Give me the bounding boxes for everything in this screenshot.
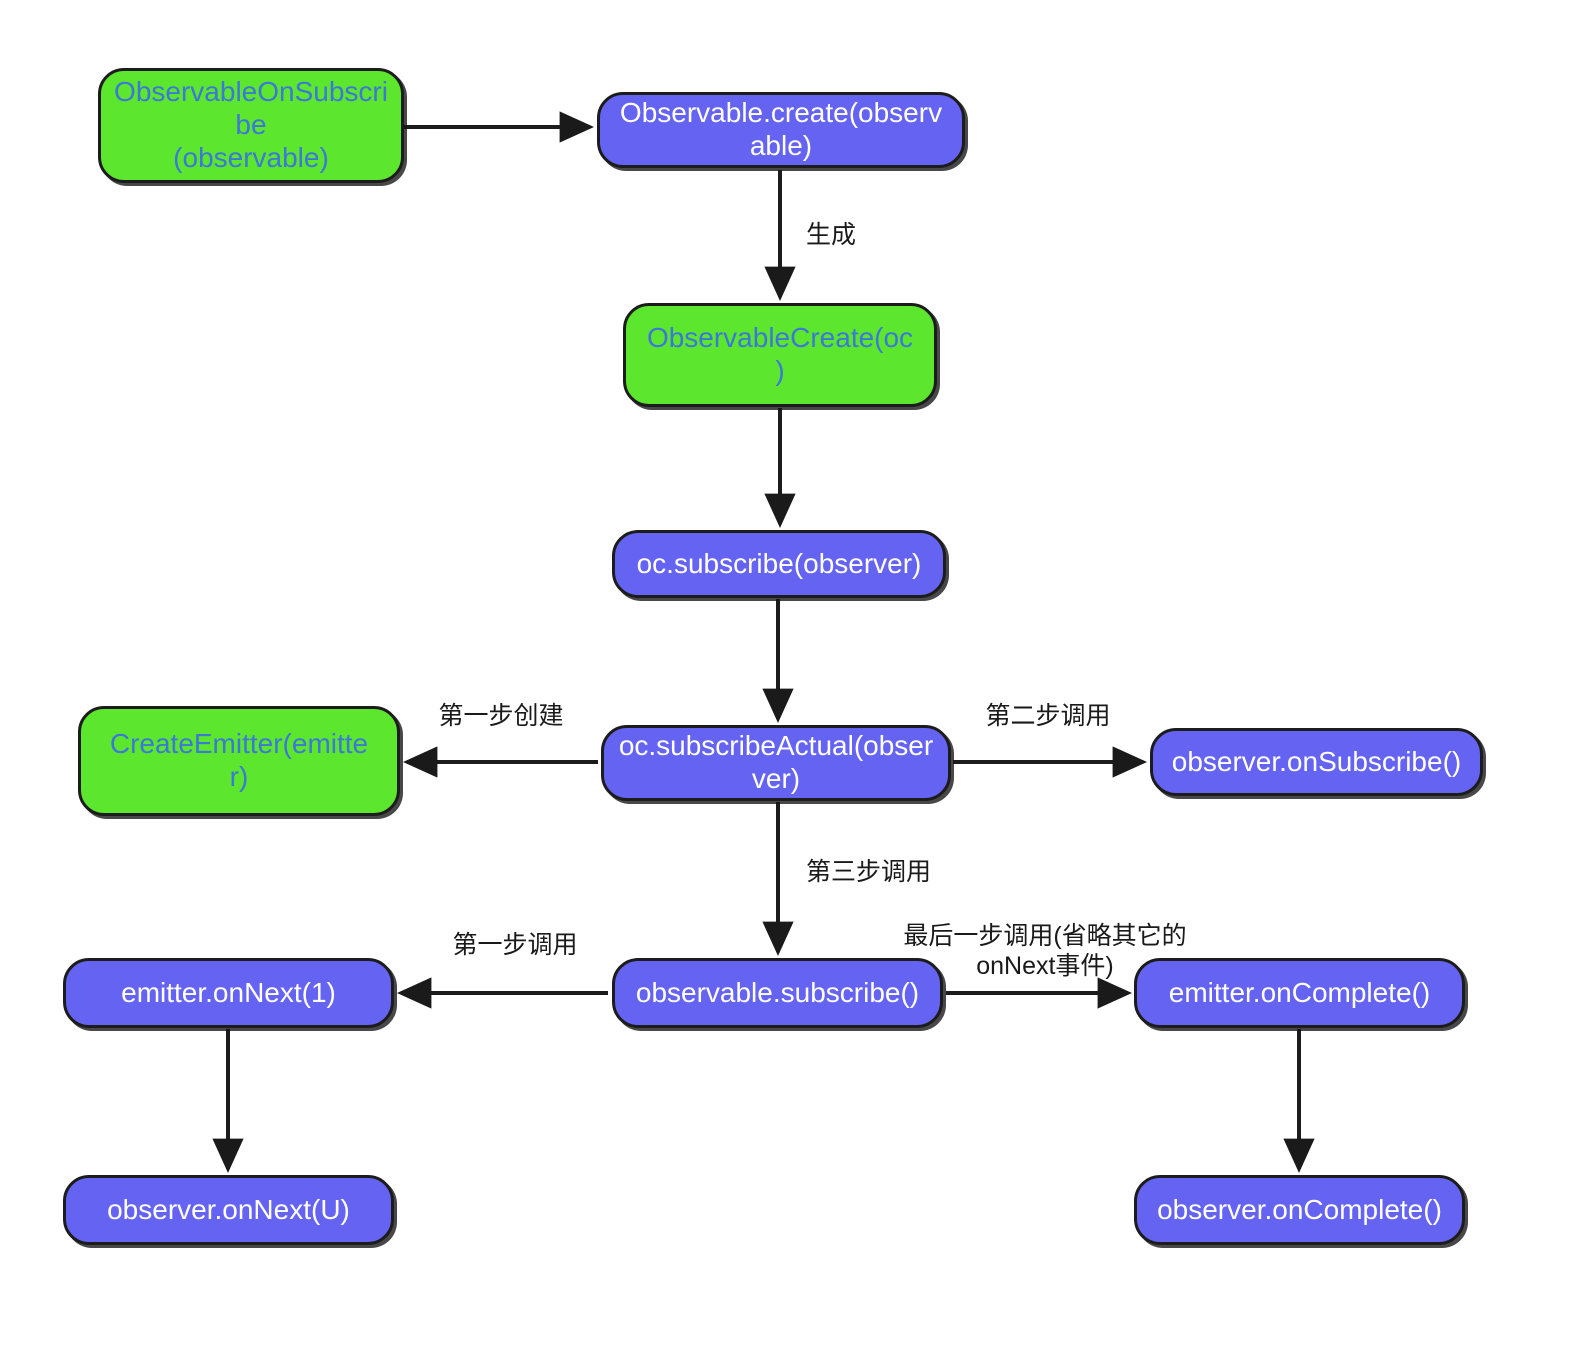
node-createEmitter[interactable]: CreateEmitter(emitte r) <box>78 706 400 816</box>
node-observerOnComplete[interactable]: observer.onComplete() <box>1134 1175 1465 1245</box>
node-emitterOnComplete[interactable]: emitter.onComplete() <box>1134 958 1465 1028</box>
node-observableOnSubscribe[interactable]: ObservableOnSubscri be (observable) <box>98 68 404 183</box>
edge-label-l9: 最后一步调用(省略其它的 onNext事件) <box>903 922 1187 980</box>
edge-label-l2: 生成 <box>806 221 857 249</box>
node-observableCreateObj[interactable]: ObservableCreate(oc ) <box>623 303 937 407</box>
node-observableCreate[interactable]: Observable.create(observ able) <box>597 92 965 168</box>
node-ocSubscribe[interactable]: oc.subscribe(observer) <box>612 530 946 598</box>
edge-label-l6: 第二步调用 <box>985 702 1111 730</box>
edge-label-l5: 第一步创建 <box>438 702 564 730</box>
edge-label-l8: 第一步调用 <box>452 931 578 959</box>
node-observableSubscribe[interactable]: observable.subscribe() <box>612 958 943 1028</box>
node-observerOnSubscribe[interactable]: observer.onSubscribe() <box>1150 728 1483 796</box>
edge-label-l7: 第三步调用 <box>806 858 932 886</box>
node-observerOnNextU[interactable]: observer.onNext(U) <box>63 1175 394 1245</box>
node-ocSubscribeActual[interactable]: oc.subscribeActual(obser ver) <box>601 725 951 801</box>
node-emitterOnNext1[interactable]: emitter.onNext(1) <box>63 958 394 1028</box>
